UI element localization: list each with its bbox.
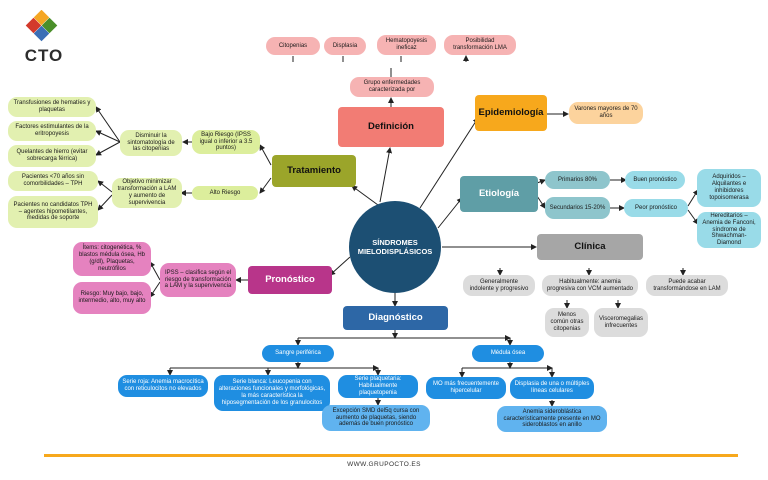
- definicion-item-citopenias: Citopenias: [266, 37, 320, 55]
- tratamiento-factores: Factores estimulantes de la eritropoyesi…: [8, 121, 96, 141]
- tratamiento-pacientes70: Pacientes <70 años sin comorbilidades – …: [8, 171, 98, 191]
- tratamiento-quelantes: Quelantes de hierro (evitar sobrecarga f…: [8, 145, 96, 167]
- epidemiologia-item: Varones mayores de 70 años: [569, 102, 643, 124]
- diagnostico-excepcion: Excepción SMD del5q cursa con aumento de…: [322, 405, 430, 431]
- definicion-item-hematopoyesis: Hematopoyesis ineficaz: [377, 35, 436, 55]
- definicion-item-displasia: Displasia: [324, 37, 366, 55]
- diagnostico-anemia-sideroblastica: Anemia sideroblástica característicament…: [497, 406, 607, 432]
- epidemiologia-title: Epidemiología: [475, 95, 547, 131]
- pronostico-items: Ítems: citogenética, % blastos médula ós…: [73, 242, 151, 276]
- etiologia-adquiridos: Adquiridos – Alquilantes e inhibidores t…: [697, 169, 761, 207]
- pronostico-riesgo: Riesgo: Muy bajo, bajo, intermedio, alto…: [73, 282, 151, 314]
- definicion-grupo: Grupo enfermedades caracterizada por: [350, 77, 434, 97]
- center-line1: SÍNDROMES: [372, 237, 418, 247]
- pronostico-title: Pronóstico: [248, 266, 332, 294]
- diagnostico-displasia: Displasia de una o múltiples líneas celu…: [510, 377, 594, 399]
- footer-divider: [44, 454, 738, 457]
- tratamiento-title: Tratamiento: [272, 155, 356, 187]
- clinica-puede: Puede acabar transformándose en LAM: [646, 275, 728, 296]
- center-line2: MIELODISPLÁSICOS: [357, 247, 433, 256]
- clinica-visceromegalias: Visceromegalias infrecuentes: [594, 308, 648, 337]
- diagnostico-title: Diagnóstico: [343, 306, 448, 330]
- etiologia-primarios: Primarios 80%: [545, 171, 610, 189]
- diagnostico-medula: Médula ósea: [472, 345, 544, 362]
- diagnostico-serie-blanca: Serie blanca: Leucopenia con alteracione…: [214, 375, 330, 411]
- etiologia-peor: Peor pronóstico: [624, 199, 688, 217]
- diagnostico-serie-roja: Serie roja: Anemia macrocítica con retic…: [118, 375, 208, 397]
- clinica-menos: Menos común otras citopenias: [545, 308, 589, 337]
- tratamiento-disminuir: Disminuir la sintomatología de las citop…: [120, 130, 182, 156]
- pronostico-ipss: IPSS – clasifica según el riesgo de tran…: [160, 263, 236, 297]
- etiologia-secundarios: Secundarios 15-20%: [545, 197, 610, 219]
- tratamiento-objetivo: Objetivo minimizar transformación a LAM …: [112, 178, 182, 208]
- tratamiento-no-candidatos: Pacientes no candidatos TPH – agentes hi…: [8, 196, 98, 228]
- etiologia-buen: Buen pronóstico: [625, 171, 685, 189]
- tratamiento-alto: Alto Riesgo: [192, 186, 258, 200]
- footer-url: WWW.GRUPOCTO.ES: [347, 461, 421, 468]
- clinica-habitualmente: Habitualmente: anemia progresiva con VCM…: [542, 275, 638, 296]
- diagnostico-sangre: Sangre periférica: [262, 345, 334, 362]
- definicion-item-lma: Posibilidad transformación LMA: [444, 35, 516, 55]
- cto-logo: [25, 10, 58, 42]
- logo-text: CTO: [24, 46, 64, 65]
- diagnostico-mo-hipercelular: MO más frecuentemente hipercelular: [426, 377, 506, 399]
- definicion-title: Definición: [338, 107, 444, 147]
- etiologia-title: Etiología: [460, 176, 538, 212]
- diagnostico-serie-plaquetaria: Serie plaquetaria: Habitualmente plaquet…: [338, 375, 418, 398]
- etiologia-hereditarios: Hereditarios – Anemia de Fanconi, síndro…: [697, 212, 761, 248]
- clinica-generalmente: Generalmente indolente y progresivo: [463, 275, 535, 296]
- tratamiento-transfusiones: Transfusiones de hematíes y plaquetas: [8, 97, 96, 117]
- clinica-title: Clínica: [537, 234, 643, 260]
- tratamiento-bajo: Bajo Riesgo (IPSS igual o inferior a 3.5…: [192, 130, 260, 154]
